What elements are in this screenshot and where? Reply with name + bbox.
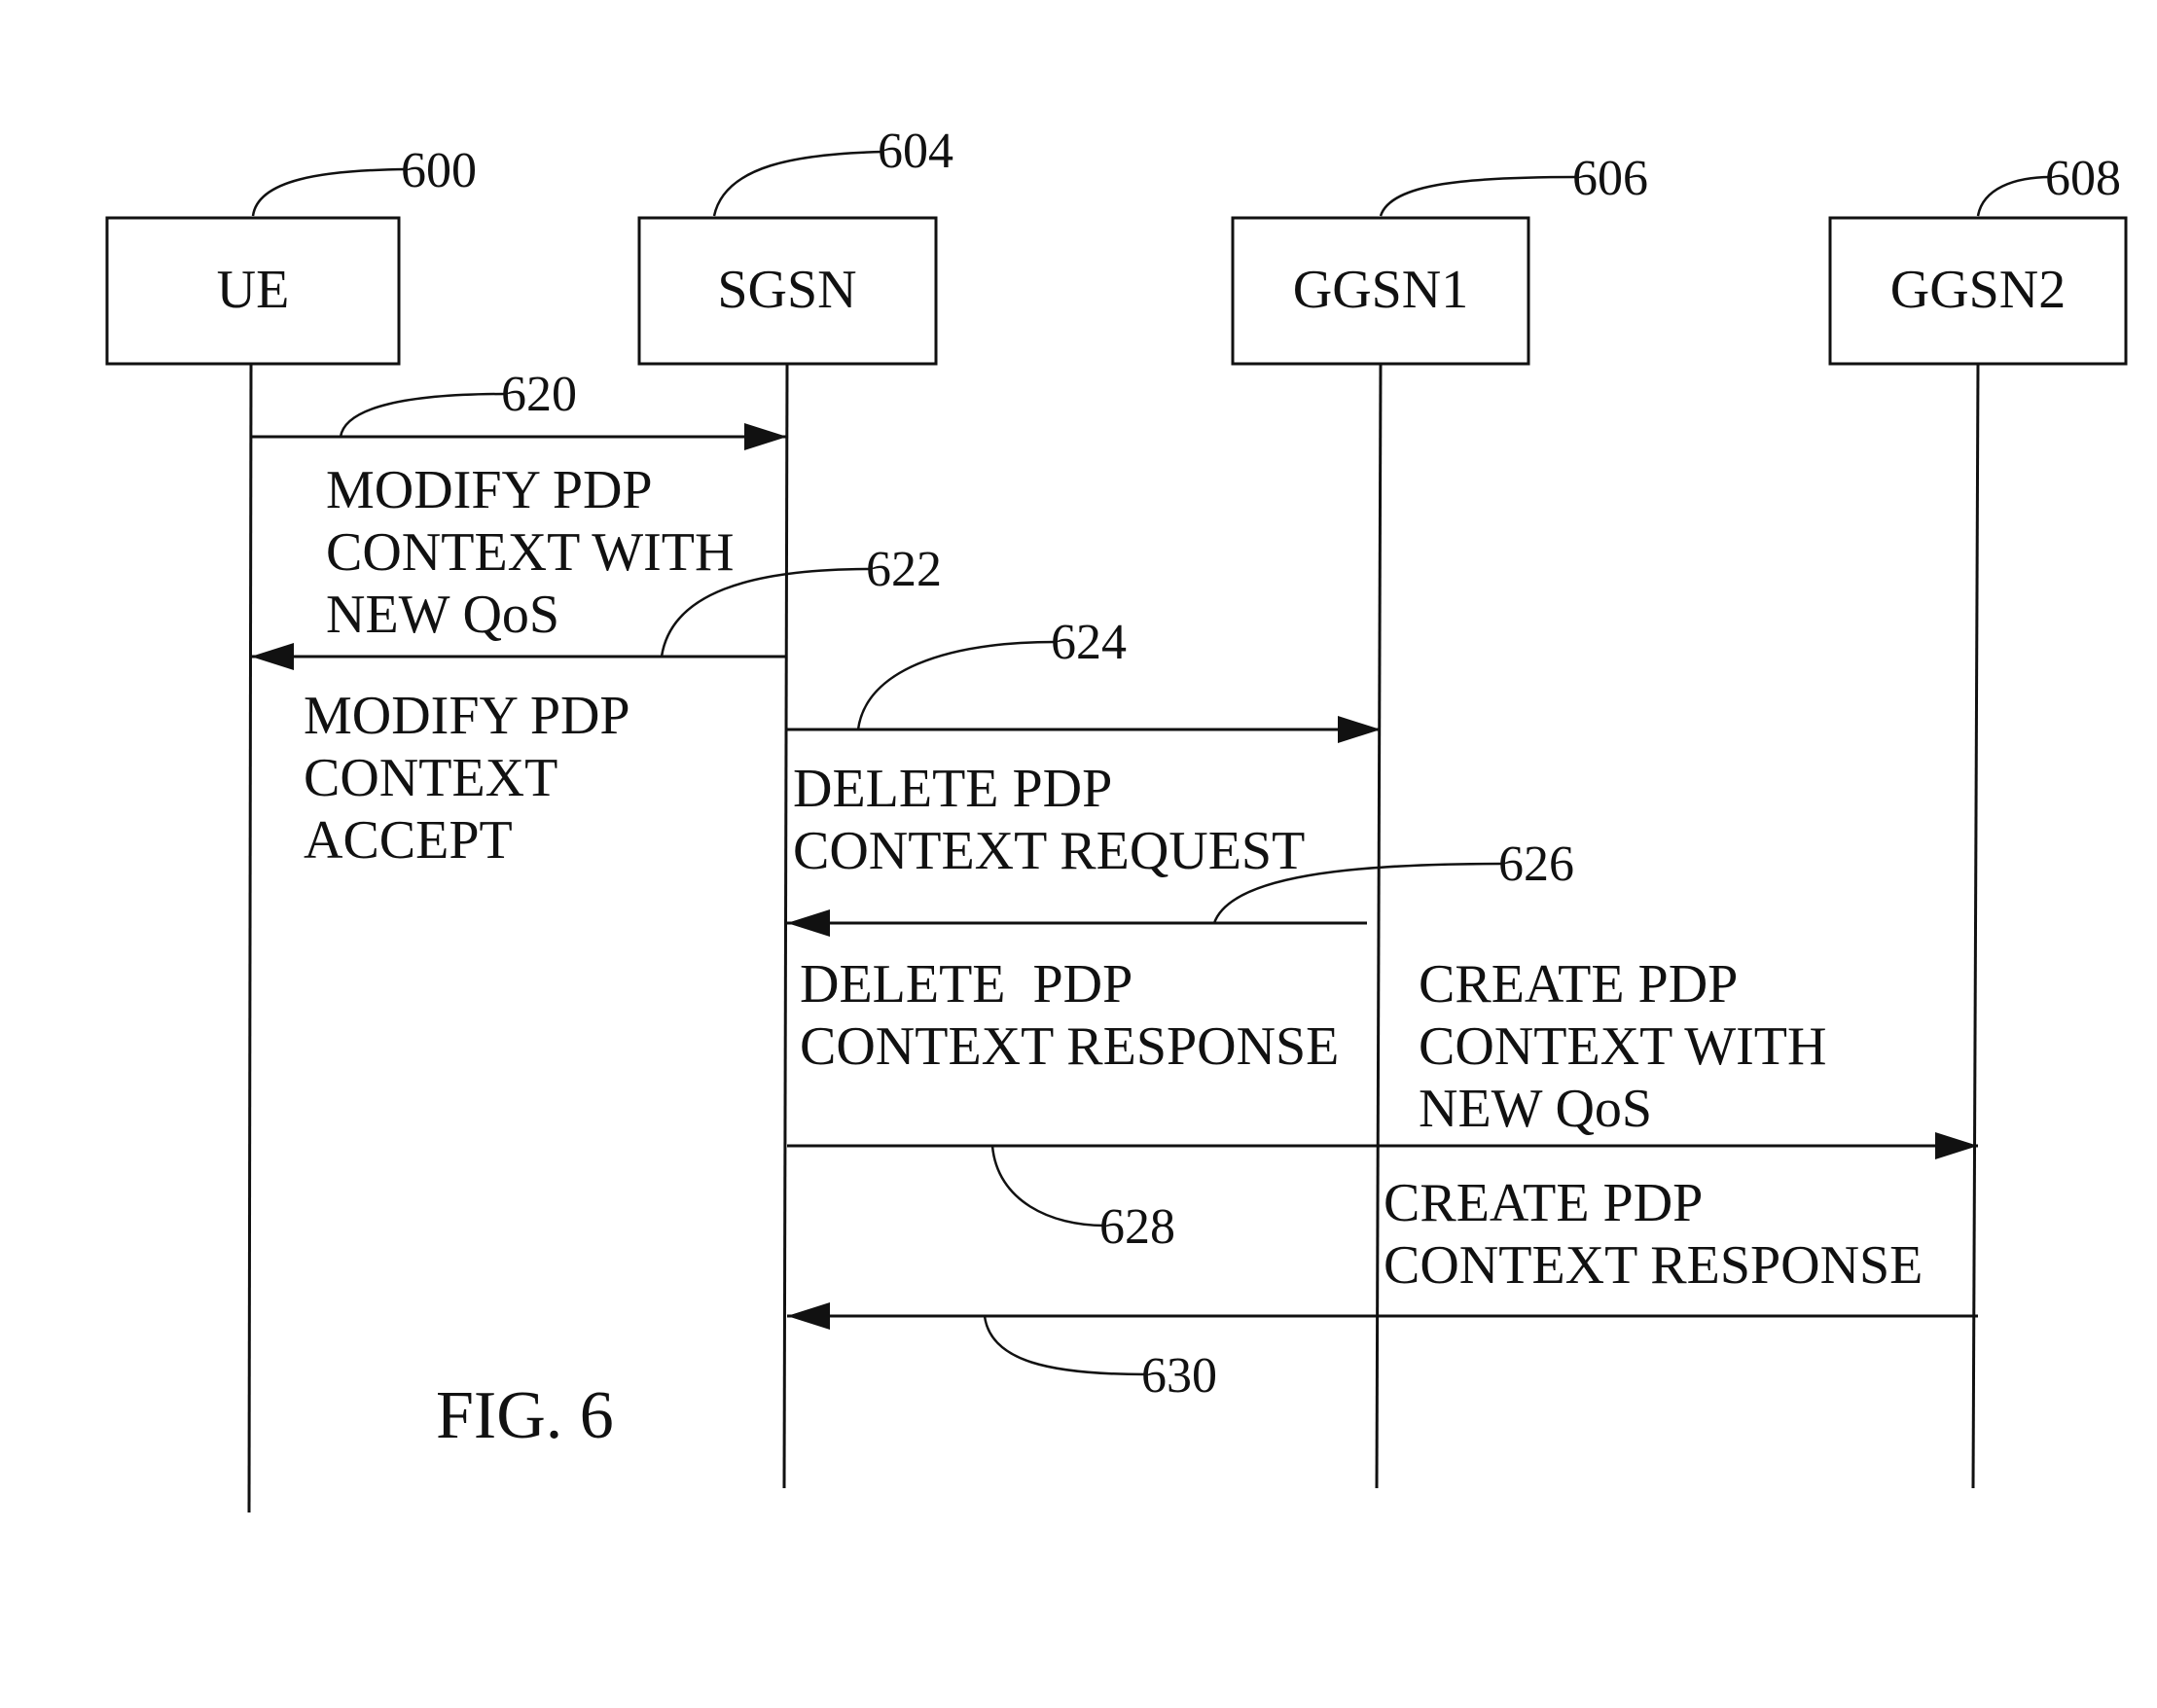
lifeline-ggsn2 xyxy=(1973,364,1978,1488)
message-630-ref-leader xyxy=(985,1316,1146,1374)
lifeline-ue xyxy=(249,364,251,1512)
entity-ggsn1-ref-leader xyxy=(1381,177,1578,216)
entity-ue-ref: 600 xyxy=(401,143,477,198)
message-624-ref: 624 xyxy=(1051,615,1127,670)
message-624: 624 DELETE PDP CONTEXT REQUEST xyxy=(787,615,1381,881)
entity-sgsn-ref: 604 xyxy=(878,124,953,179)
message-628-label: CREATE PDP CONTEXT WITH NEW QoS xyxy=(1419,954,1840,1139)
message-620-label: MODIFY PDP CONTEXT WITH NEW QoS xyxy=(326,460,747,645)
entity-sgsn-ref-leader xyxy=(714,152,883,216)
entity-ggsn2-ref: 608 xyxy=(2045,151,2121,206)
figure-caption: FIG. 6 xyxy=(436,1378,614,1453)
message-622-label: MODIFY PDP CONTEXT ACCEPT xyxy=(304,686,641,871)
message-630-label: CREATE PDP CONTEXT RESPONSE xyxy=(1384,1173,1923,1296)
entity-sgsn-label: SGSN xyxy=(717,260,856,320)
entity-ggsn2: GGSN2 608 xyxy=(1830,151,2126,364)
message-624-label: DELETE PDP CONTEXT REQUEST xyxy=(793,759,1305,881)
message-630: 630 CREATE PDP CONTEXT RESPONSE xyxy=(787,1173,1978,1404)
entity-ggsn1-ref: 606 xyxy=(1572,151,1648,206)
message-622-ref: 622 xyxy=(866,542,942,597)
entity-ggsn1-label: GGSN1 xyxy=(1293,260,1468,320)
entity-sgsn: SGSN 604 xyxy=(639,124,953,364)
message-628-ref-leader xyxy=(992,1146,1104,1226)
entity-ggsn2-label: GGSN2 xyxy=(1890,260,2066,320)
entity-ue-ref-leader xyxy=(253,169,407,216)
entity-ggsn1: GGSN1 606 xyxy=(1233,151,1648,364)
lifeline-ggsn1 xyxy=(1377,364,1381,1488)
message-630-ref: 630 xyxy=(1141,1348,1217,1404)
lifeline-sgsn xyxy=(784,364,787,1488)
message-620-ref-leader xyxy=(341,394,506,437)
message-628-ref: 628 xyxy=(1099,1199,1175,1255)
message-626-label: DELETE PDP CONTEXT RESPONSE xyxy=(800,954,1407,1077)
message-620-ref: 620 xyxy=(501,367,577,422)
message-620: 620 MODIFY PDP CONTEXT WITH NEW QoS xyxy=(251,367,787,645)
entity-ue-label: UE xyxy=(217,260,290,320)
message-626-ref: 626 xyxy=(1498,836,1574,892)
message-624-ref-leader xyxy=(858,642,1056,729)
entity-ggsn2-ref-leader xyxy=(1978,177,2051,216)
entity-ue: UE 600 xyxy=(107,143,477,364)
